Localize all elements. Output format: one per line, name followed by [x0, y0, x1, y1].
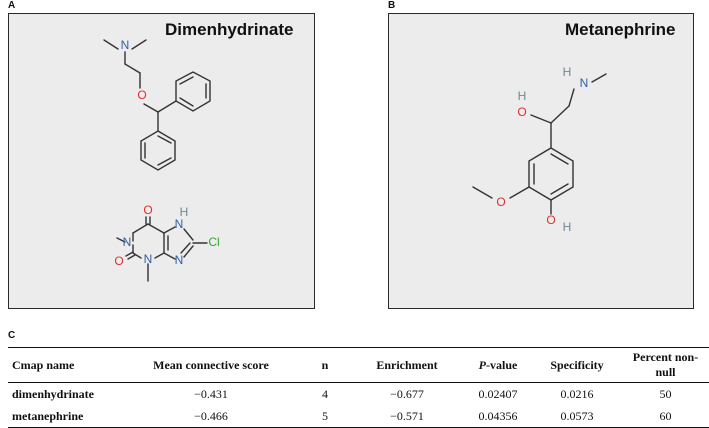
- cell-spec: 0.0216: [560, 386, 594, 401]
- atom-h: H: [518, 89, 527, 103]
- atom-n: N: [121, 38, 130, 52]
- header-n: n: [300, 347, 350, 383]
- cell-pct: 50: [659, 386, 672, 401]
- header-percent-non-null: Percent non-null: [622, 347, 709, 383]
- cell-spec: 0.0573: [560, 408, 594, 423]
- panel-a-title: Dimenhydrinate: [165, 20, 294, 39]
- atom-o: O: [143, 203, 152, 217]
- atom-n: N: [175, 253, 184, 267]
- atom-o: O: [137, 88, 146, 102]
- table-row: dimenhydrinate −0.431 4 −0.677 0.02407 0…: [8, 383, 709, 406]
- atom-o: O: [114, 254, 123, 268]
- panel-label-b: B: [388, 0, 396, 11]
- atom-h: H: [180, 205, 189, 219]
- atom-o: O: [496, 195, 505, 209]
- table-row: metanephrine −0.466 5 −0.571 0.04356 0.0…: [8, 405, 709, 428]
- atom-n: N: [123, 235, 132, 249]
- cell-p: 0.02407: [478, 386, 518, 401]
- header-p-value: P-value: [464, 347, 532, 383]
- header-p-rest: -value: [486, 357, 518, 372]
- panel-b: [388, 13, 694, 309]
- cell-enrichment: −0.571: [390, 408, 424, 423]
- panel-b-title: Metanephrine: [565, 20, 676, 39]
- atom-o: O: [517, 105, 526, 119]
- structures: N O O O N N N H N Cl: [103, 38, 607, 282]
- atom-n: N: [175, 217, 184, 231]
- panel-label-a: A: [8, 0, 16, 11]
- atom-cl: Cl: [208, 235, 219, 249]
- chlorotheophylline-structure: O O N N N H N Cl: [114, 203, 220, 282]
- cell-enrichment: −0.677: [390, 386, 424, 401]
- cell-pct: 60: [659, 408, 672, 423]
- diphenhydramine-structure: N O: [103, 38, 211, 171]
- cell-n: 5: [322, 408, 328, 423]
- atom-n: N: [144, 252, 153, 266]
- atom-n: N: [580, 76, 589, 90]
- cell-p: 0.04356: [478, 408, 518, 423]
- atom-o: O: [546, 213, 555, 227]
- cell-name: metanephrine: [12, 408, 84, 423]
- header-mean-score: Mean connective score: [122, 347, 300, 383]
- cell-mean: −0.466: [194, 408, 228, 423]
- cell-mean: −0.431: [194, 386, 228, 401]
- panel-a: [8, 13, 315, 309]
- header-specificity: Specificity: [532, 347, 622, 383]
- panel-label-c: C: [8, 330, 16, 341]
- metanephrine-structure: H N H O O O H: [472, 65, 607, 234]
- atom-h: H: [563, 220, 572, 234]
- header-p-italic: P: [478, 357, 486, 372]
- table-header-row: Cmap name Mean connective score n Enrich…: [8, 347, 709, 383]
- cell-name: dimenhydrinate: [12, 386, 95, 401]
- atom-h: H: [563, 65, 572, 79]
- header-cmap-name: Cmap name: [8, 347, 122, 383]
- cell-n: 4: [322, 386, 328, 401]
- header-enrichment: Enrichment: [350, 347, 464, 383]
